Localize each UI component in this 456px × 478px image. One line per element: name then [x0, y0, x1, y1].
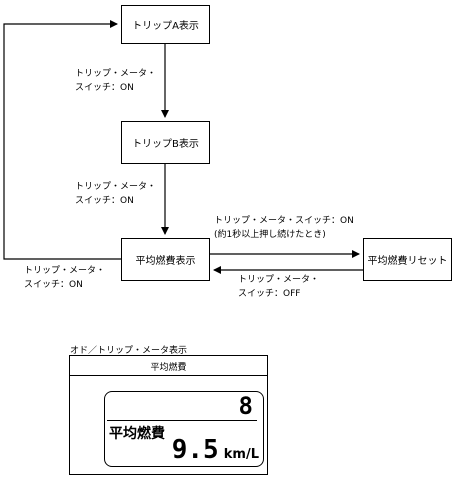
label-a-to-b-line1: トリップ・メータ・: [75, 69, 157, 79]
label-avg-to-reset-line2: (約1秒以上押し続けたとき): [214, 230, 326, 240]
label-avg-to-a-line1: トリップ・メータ・: [24, 266, 106, 276]
label-avg-to-reset: トリップ・メータ・スイッチ：ON (約1秒以上押し続けたとき): [214, 214, 354, 242]
label-b-to-avg-line1: トリップ・メータ・: [75, 182, 157, 192]
label-reset-to-avg-line2: スイッチ：OFF: [238, 289, 301, 299]
display-top-value: 8: [238, 392, 253, 420]
label-avg-to-a-line2: スイッチ：ON: [24, 280, 83, 290]
panel-header-divider: [70, 375, 267, 376]
label-b-to-avg-line2: スイッチ：ON: [75, 196, 134, 206]
label-avg-to-a: トリップ・メータ・ スイッチ：ON: [24, 264, 105, 292]
meter-panel: 平均燃費 8 平均燃費 9.5 km/L: [69, 355, 268, 475]
box-trip-a: トリップA表示: [121, 5, 210, 44]
box-trip-b: トリップB表示: [121, 121, 210, 164]
display-unit: km/L: [223, 447, 259, 462]
label-reset-to-avg: トリップ・メータ・ スイッチ：OFF: [238, 273, 319, 301]
box-average-reset: 平均燃費リセット: [363, 238, 452, 281]
label-avg-to-reset-line1: トリップ・メータ・スイッチ：ON: [214, 216, 354, 226]
flow-connectors: [3, 20, 363, 274]
label-reset-to-avg-line1: トリップ・メータ・: [238, 275, 320, 285]
display-label: 平均燃費: [109, 426, 165, 442]
panel-caption: オド／トリップ・メータ表示: [70, 346, 188, 356]
display-value: 9.5: [171, 435, 219, 465]
panel-header: 平均燃費: [150, 363, 187, 373]
lcd-display: 8 平均燃費 9.5 km/L: [104, 391, 264, 467]
box-average-fuel: 平均燃費表示: [121, 238, 210, 281]
arrow-avg-to-a: [3, 20, 121, 260]
display-value-group: 9.5 km/L: [172, 436, 259, 464]
display-divider: [107, 420, 257, 421]
label-b-to-avg: トリップ・メータ・ スイッチ：ON: [75, 180, 156, 208]
label-a-to-b-line2: スイッチ：ON: [75, 83, 134, 93]
label-a-to-b: トリップ・メータ・ スイッチ：ON: [75, 67, 156, 95]
